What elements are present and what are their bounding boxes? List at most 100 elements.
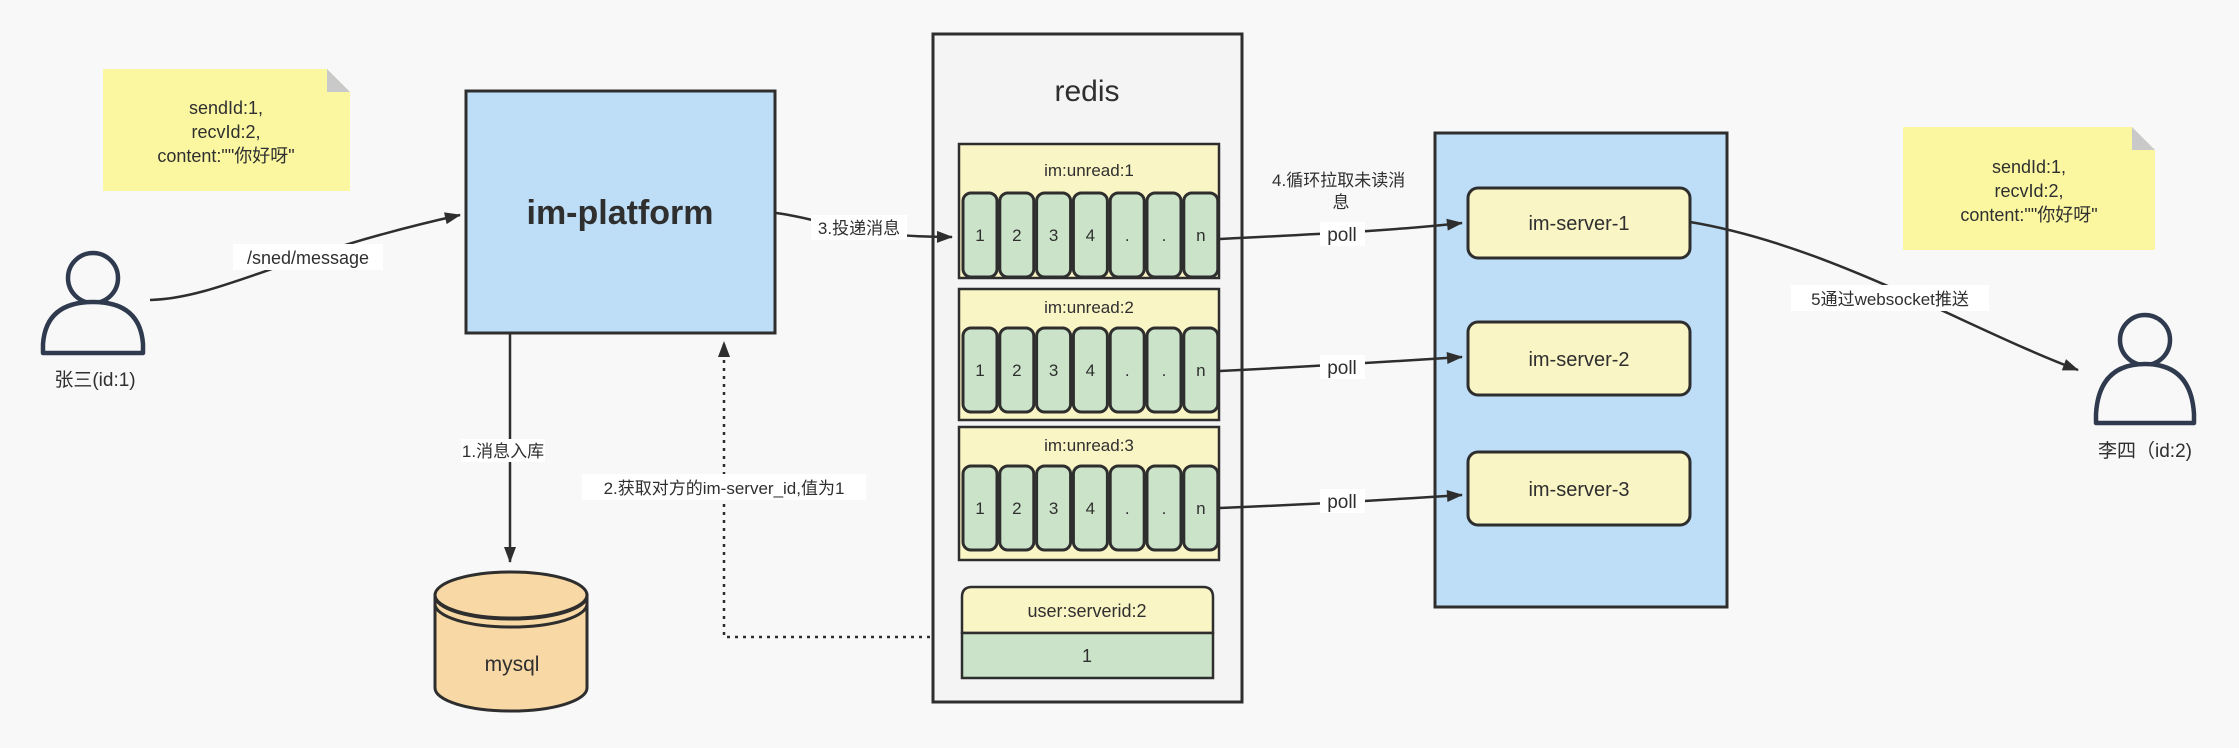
queue-cell: [1108, 464, 1146, 552]
queue-cell-label: n: [1196, 499, 1205, 518]
queue-cell: [1071, 464, 1109, 552]
queue-cell: [961, 464, 999, 552]
mysql-disk-line: [433, 595, 589, 621]
kv-box-value-cell: [960, 631, 1215, 680]
note-line: recvId:2,: [191, 122, 260, 142]
note-line: sendId:1,: [189, 98, 263, 118]
queue-header: im:unread:3: [1044, 436, 1134, 455]
im-server-label: im-server-1: [1528, 213, 1629, 235]
queue-cell: [1035, 464, 1073, 552]
queue-cell: [1035, 191, 1073, 279]
queue-cell-label: 1: [975, 226, 984, 245]
label-bg: [811, 215, 907, 240]
person-sender-icon: [40, 250, 146, 356]
queue-cell: [998, 191, 1036, 279]
im-server-rect: [1466, 450, 1692, 527]
mysql-label: mysql: [485, 653, 540, 676]
mysql-cylinder: mysql: [433, 570, 589, 713]
im-platform-box: [464, 89, 777, 335]
label-bg: [582, 474, 866, 500]
kv-box: user:serverid:2 1: [960, 585, 1215, 680]
person-head: [65, 250, 121, 306]
queue-cell-label: 1: [975, 499, 984, 518]
label-poll-1: poll: [1327, 225, 1357, 246]
im-server-box-3: im-server-3: [1466, 450, 1692, 527]
edge-send-message: [149, 212, 461, 302]
person-body: [2093, 361, 2197, 426]
queue-cell: [1182, 326, 1220, 414]
queue-cell-label: 2: [1012, 226, 1021, 245]
im-server-label: im-server-3: [1528, 479, 1629, 501]
queue-cell: [1071, 191, 1109, 279]
label-step2: 2.获取对方的im-server_id,值为1: [604, 479, 845, 498]
queue-cell: [1108, 326, 1146, 414]
queue-cell-label: 3: [1049, 499, 1058, 518]
receiver-label: 李四（id:2): [2098, 440, 2192, 462]
sticky-note-right: sendId:1, recvId:2, content:""你好呀": [1903, 127, 2155, 250]
note-fold-icon: [2132, 127, 2155, 150]
im-server-label: im-server-2: [1528, 349, 1629, 371]
queue-header: im:unread:1: [1044, 161, 1134, 180]
label-bg: [1320, 355, 1365, 379]
sticky-note-left-paper: [103, 69, 350, 191]
queue-cell-label: 4: [1086, 226, 1095, 245]
note-line: sendId:1,: [1992, 157, 2066, 177]
note-line: content:""你好呀": [157, 146, 294, 166]
im-platform-label: im-platform: [527, 194, 714, 232]
label-bg: [461, 439, 545, 462]
queue-cell-label: 2: [1012, 499, 1021, 518]
sticky-note-left: sendId:1, recvId:2, content:""你好呀": [103, 69, 350, 191]
queue-cell-label: 4: [1086, 499, 1095, 518]
queue-cell-label: 3: [1049, 226, 1058, 245]
queue-cell: [1108, 191, 1146, 279]
label-step4-line2: 息: [1333, 193, 1350, 212]
queue-cell: [998, 464, 1036, 552]
queue-cell-label: 2: [1012, 361, 1021, 380]
queue-cell-label: .: [1162, 499, 1167, 518]
im-server-box-2: im-server-2: [1466, 320, 1692, 397]
label-step1: 1.消息入库: [462, 442, 544, 461]
queue-cell: [1145, 191, 1183, 279]
note-line: content:""你好呀": [1960, 205, 2097, 225]
queue-header: im:unread:2: [1044, 298, 1134, 317]
mysql-disk-line: [433, 603, 589, 629]
kv-key-label: user:serverid:2: [1027, 601, 1146, 621]
queue-cells: 1 2 3 4.. n: [961, 191, 1220, 279]
label-step4: 4.循环拉取未读消 息: [1272, 171, 1410, 212]
redis-queue: im:unread:3 1 2 3 4.. n: [957, 425, 1221, 562]
queue-cell: [961, 326, 999, 414]
queue-cell-label: .: [1125, 226, 1130, 245]
edge-step2-dotted: [718, 341, 962, 639]
label-bg: [1320, 222, 1365, 246]
queue-cell-label: 1: [975, 361, 984, 380]
person-receiver-icon: [2093, 312, 2197, 426]
queue-cell: [1145, 464, 1183, 552]
queue-cell-label: .: [1125, 499, 1130, 518]
queue-cells: 1 2 3 4.. n: [961, 464, 1220, 552]
queue-cell-label: .: [1162, 226, 1167, 245]
label-bg: [233, 244, 383, 270]
queue-cell-label: n: [1196, 226, 1205, 245]
label-poll-2: poll: [1327, 358, 1357, 379]
note-line: recvId:2,: [1994, 181, 2063, 201]
queue-cell: [1145, 326, 1183, 414]
label-bg: [1320, 489, 1365, 513]
kv-box-header: [960, 585, 1215, 635]
label-step4-line1: 4.循环拉取未读消: [1272, 171, 1405, 190]
person-body: [40, 299, 146, 356]
label-poll-3: poll: [1327, 492, 1357, 513]
redis-title: redis: [1054, 75, 1119, 108]
queue-cell: [1035, 326, 1073, 414]
sender-label: 张三(id:1): [54, 369, 135, 391]
queue-cell-label: .: [1162, 361, 1167, 380]
redis-queue: im:unread:1 1 2 3 4.. n: [957, 142, 1221, 280]
queue-cell: [998, 326, 1036, 414]
label-send-message: /sned/message: [247, 248, 369, 268]
queue-cell-label: 3: [1049, 361, 1058, 380]
im-server-box-1: im-server-1: [1466, 186, 1692, 260]
note-fold-icon: [327, 69, 350, 92]
